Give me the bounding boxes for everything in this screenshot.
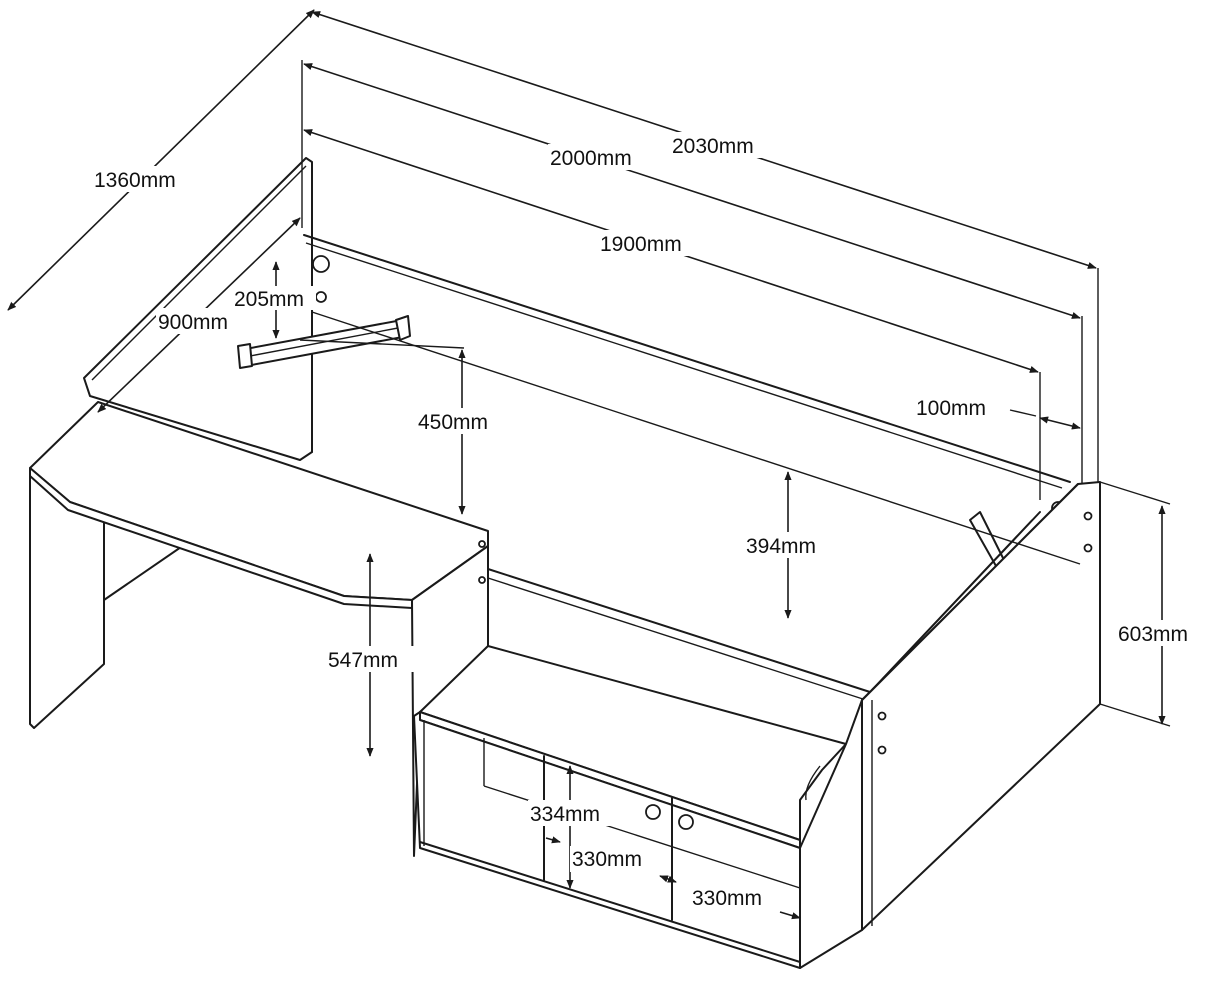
footboard-panel bbox=[861, 481, 1101, 931]
bolt-hole bbox=[877, 711, 887, 721]
label-mattress-length: 1900mm bbox=[600, 233, 682, 256]
label-shelf-height: 334mm bbox=[530, 803, 600, 826]
label-desk-clearance: 450mm bbox=[418, 411, 488, 434]
label-head-offset: 205mm bbox=[234, 288, 304, 311]
bolt-hole bbox=[478, 576, 486, 584]
bolt-hole bbox=[478, 540, 486, 548]
label-compartment-width-left: 330mm bbox=[572, 848, 642, 871]
bolt-hole bbox=[312, 255, 330, 273]
bolt-hole bbox=[1083, 511, 1093, 521]
foot-bracket bbox=[969, 511, 1005, 567]
storage-unit bbox=[413, 645, 863, 969]
dim-arrow-foot-offset bbox=[1039, 416, 1081, 430]
desk bbox=[29, 401, 489, 857]
cable-hole bbox=[645, 804, 661, 820]
bolt-hole bbox=[877, 745, 887, 755]
dim-arrow-overall-width bbox=[7, 9, 315, 311]
front-rail bbox=[487, 568, 871, 701]
storage-side bbox=[799, 699, 863, 969]
label-desk-height: 547mm bbox=[328, 649, 398, 672]
dim-arrow-compartment-right bbox=[779, 911, 801, 920]
bolt-hole bbox=[315, 291, 327, 303]
label-desk-depth: 900mm bbox=[158, 311, 228, 334]
label-overall-width: 1360mm bbox=[94, 169, 176, 192]
dim-arrow-compartment-left bbox=[545, 836, 561, 844]
cable-hole bbox=[678, 814, 694, 830]
label-frame-length: 2000mm bbox=[550, 147, 632, 170]
label-foot-offset: 100mm bbox=[916, 397, 986, 420]
bolt-hole bbox=[1083, 543, 1093, 553]
label-mattress-height: 394mm bbox=[746, 535, 816, 558]
label-compartment-width-right: 330mm bbox=[692, 887, 762, 910]
label-overall-height: 603mm bbox=[1118, 623, 1188, 646]
label-overall-length: 2030mm bbox=[672, 135, 754, 158]
dimension-labels: 1360mm 2030mm 2000mm 1900mm 900mm 205mm … bbox=[92, 132, 1206, 910]
